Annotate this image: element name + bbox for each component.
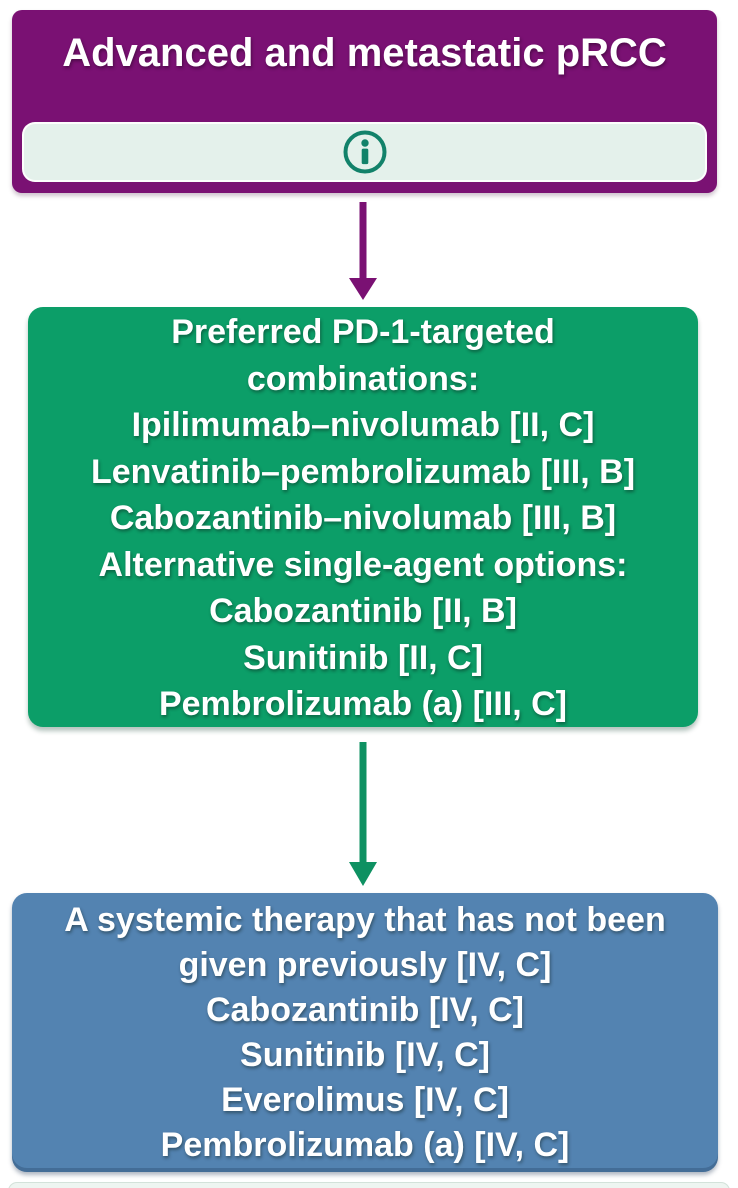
- info-button[interactable]: [22, 122, 707, 182]
- next-section-edge: [8, 1182, 730, 1188]
- info-icon: [343, 130, 386, 174]
- therapy-option-line: Cabozantinib [IV, C]: [206, 991, 524, 1029]
- therapy-option-line: Lenvatinib–pembrolizumab [III, B]: [90, 452, 636, 491]
- down-arrow-icon-first: [349, 202, 377, 300]
- therapy-option-line: A systemic therapy that has not been: [64, 901, 666, 939]
- therapy-option-line: Sunitinib [II, C]: [243, 638, 483, 677]
- subsequent-therapy-box: A systemic therapy that has not been give…: [12, 893, 718, 1172]
- therapy-option-line: Alternative single-agent options:: [98, 545, 628, 584]
- therapy-option-line: Ipilimumab–nivolumab [II, C]: [131, 406, 595, 444]
- down-arrow-icon-second: [349, 742, 377, 886]
- therapy-option-line: Cabozantinib [II, B]: [209, 592, 517, 630]
- therapy-option-line: Cabozantinib–nivolumab [III, B]: [109, 499, 617, 537]
- therapy-option-line: Everolimus [IV, C]: [221, 1081, 509, 1119]
- therapy-option-line: Pembrolizumab (a) [IV, C]: [160, 1126, 570, 1164]
- therapy-option-line: Pembrolizumab (a) [III, C]: [158, 685, 568, 723]
- page-title: Advanced and metastatic pRCC: [62, 31, 667, 75]
- therapy-option-line: Preferred PD-1-targeted: [171, 313, 555, 351]
- advanced-metastatic-prcc-box: Advanced and metastatic pRCC: [12, 10, 717, 193]
- subsequent-therapy-lines: A systemic therapy that has not been give…: [12, 893, 718, 1168]
- therapy-option-line: Sunitinib [IV, C]: [240, 1036, 490, 1074]
- first-line-therapy-box: Preferred PD-1-targeted combinations: Ipil…: [28, 307, 698, 727]
- therapy-option-line: combinations:: [246, 359, 480, 398]
- therapy-option-line: given previously [IV, C]: [178, 946, 552, 984]
- first-line-therapy-lines: Preferred PD-1-targeted combinations: Ipil…: [28, 307, 698, 728]
